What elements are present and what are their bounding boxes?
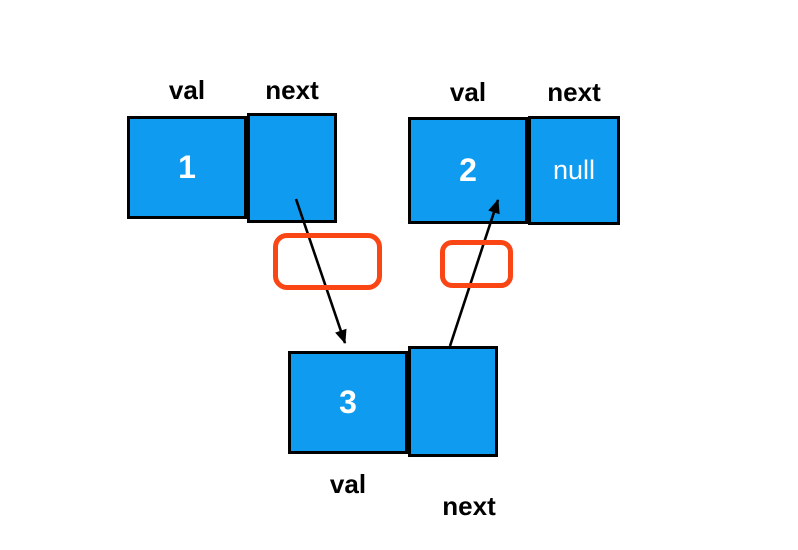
node-2-val-cell: 2 [408,117,528,224]
node-3-val-label: val [329,469,367,499]
node-3-val-cell: 3 [288,351,408,454]
node-2-next-cell: null [528,116,620,225]
node-3-val-value: 3 [339,384,357,420]
node-2-next-label: next [547,77,601,107]
node-1-next-cell [247,113,337,223]
node-1-val-value: 1 [178,149,196,185]
node-2-val-value: 2 [459,152,477,188]
highlight-box-right [440,240,513,288]
node-1-val-label: val [168,75,206,105]
node-1-val-cell: 1 [127,116,247,219]
node-1-next-label: next [265,75,319,105]
node-3-next-cell [408,346,498,457]
highlight-box-left [273,233,382,290]
node-3-next-label: next [442,491,496,521]
node-2-next-value: null [552,155,596,185]
node-2-val-label: val [449,77,487,107]
